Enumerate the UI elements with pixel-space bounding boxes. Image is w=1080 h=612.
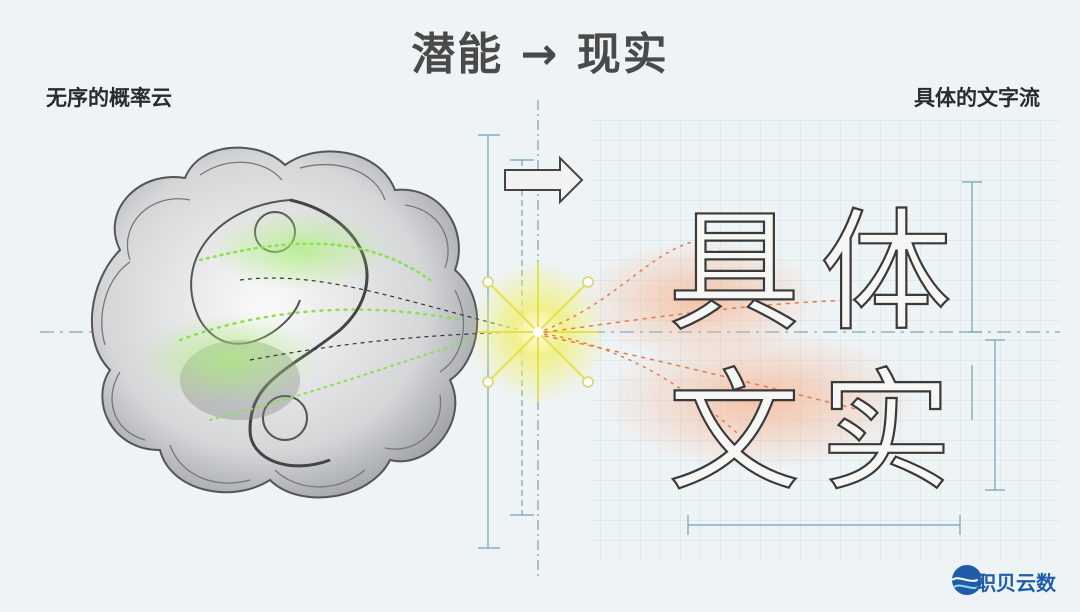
text-streams: [544, 239, 920, 470]
character-shi: 实: [820, 356, 952, 510]
character-ju: 具: [668, 196, 800, 350]
cloud-label: 无序的概率云: [46, 86, 172, 110]
brand-name: 职贝云数: [976, 571, 1056, 595]
character-wen: 文: [668, 356, 800, 510]
character-grid: 具 体 文 实: [667, 195, 953, 511]
page-title: 潜能 → 现实: [411, 29, 669, 80]
probability-cloud: [90, 146, 521, 499]
right-arrow-icon: [504, 155, 584, 205]
text-flow-label: 具体的文字流: [914, 86, 1040, 110]
brand: 职贝云数: [938, 567, 1056, 596]
measurement-guides-right: [687, 181, 1005, 535]
wave-globe-icon: [951, 565, 983, 595]
character-ti: 体: [820, 196, 952, 350]
